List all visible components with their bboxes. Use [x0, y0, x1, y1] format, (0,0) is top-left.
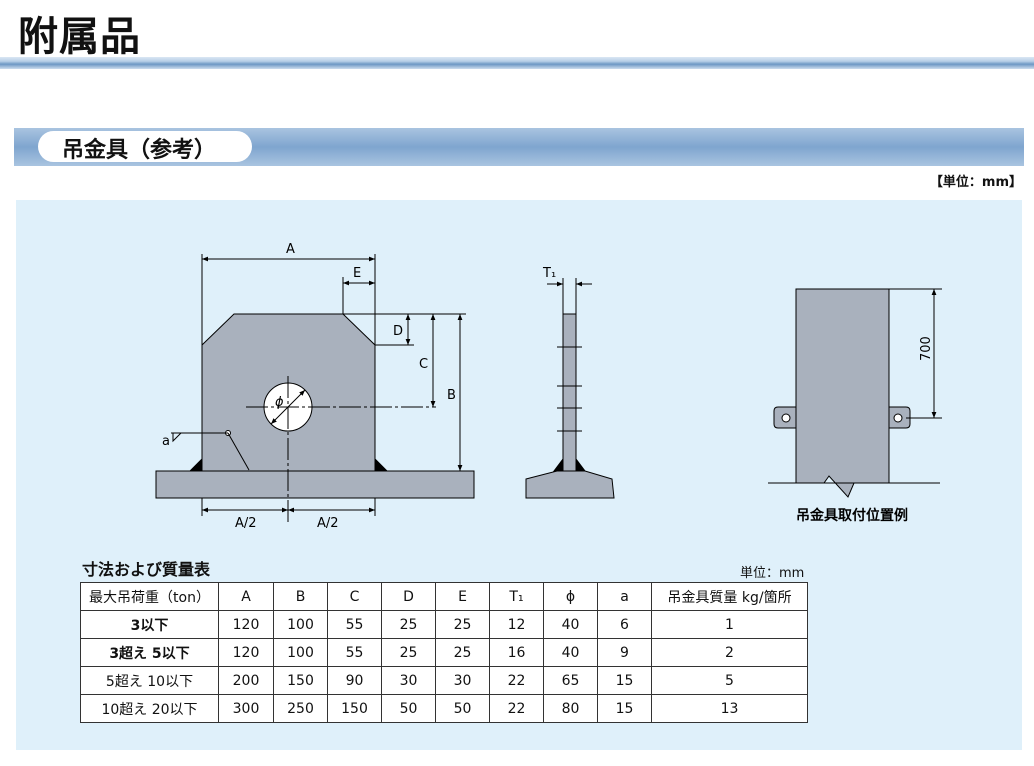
cell: 15 — [597, 666, 652, 695]
spec-table: 最大吊荷重（ton） A B C D E T₁ ϕ a 吊金具質量 kg/箇所 … — [80, 582, 808, 723]
header-cell: B — [273, 582, 328, 611]
cell: 50 — [435, 694, 490, 723]
label-d: D — [393, 324, 403, 339]
row-load: 5超え 10以下 — [80, 666, 219, 695]
cell: 25 — [435, 638, 490, 667]
cell: 100 — [273, 638, 328, 667]
table-unit: 単位：mm — [740, 566, 805, 581]
section-pill — [38, 131, 252, 162]
cell: 9 — [597, 638, 652, 667]
cell: 30 — [381, 666, 436, 695]
label-half-left: A/2 — [235, 516, 257, 531]
cell: 2 — [651, 638, 808, 667]
mounting-example: 700 吊金具取付位置例 — [768, 288, 942, 524]
cell: 250 — [273, 694, 328, 723]
row-load: 3以下 — [80, 610, 219, 639]
cell: 80 — [543, 694, 598, 723]
lug-left-hole — [781, 413, 791, 423]
header-cell: E — [435, 582, 490, 611]
base-flange-side — [525, 470, 615, 499]
cell: 120 — [218, 610, 274, 639]
side-view: T₁ — [525, 266, 615, 499]
cell: 40 — [543, 610, 598, 639]
page-title: 附属品 — [18, 14, 141, 60]
header-cell: ϕ — [543, 582, 598, 611]
cell: 50 — [381, 694, 436, 723]
vessel-body — [795, 288, 890, 498]
lug-right-hole — [893, 413, 903, 423]
cell: 22 — [489, 666, 544, 695]
label-half-right: A/2 — [317, 516, 339, 531]
table-row: 10超え 20以下 300 250 150 50 50 22 80 15 13 — [80, 694, 808, 723]
front-view: ϕ A E D C B A/2 — [155, 242, 475, 531]
cell: 90 — [327, 666, 382, 695]
cell: 25 — [381, 638, 436, 667]
header-cell: 最大吊荷重（ton） — [80, 582, 219, 611]
section-header: 吊金具（参考） — [14, 128, 1024, 166]
cell: 13 — [651, 694, 808, 723]
cell: 15 — [597, 694, 652, 723]
label-b: B — [447, 388, 456, 403]
header-cell: T₁ — [489, 582, 544, 611]
row-load: 3超え 5以下 — [80, 638, 219, 667]
cell: 150 — [327, 694, 382, 723]
cell: 25 — [435, 610, 490, 639]
cell: 100 — [273, 610, 328, 639]
cell: 40 — [543, 638, 598, 667]
label-a: A — [286, 242, 295, 257]
weld-fillet-symbol — [172, 432, 183, 443]
table-row: 5超え 10以下 200 150 90 30 30 22 65 15 5 — [80, 666, 808, 695]
side-weld-left — [553, 457, 564, 472]
cell: 150 — [273, 666, 328, 695]
side-plate — [562, 313, 577, 472]
table-row: 3以下 120 100 55 25 25 12 40 6 1 — [80, 610, 808, 639]
cell: 30 — [435, 666, 490, 695]
weld-leader — [227, 432, 250, 471]
label-t1: T₁ — [542, 266, 556, 281]
cell: 12 — [489, 610, 544, 639]
table-header-row: 最大吊荷重（ton） A B C D E T₁ ϕ a 吊金具質量 kg/箇所 — [80, 582, 808, 611]
header-cell: 吊金具質量 kg/箇所 — [651, 582, 808, 611]
technical-drawing: ϕ A E D C B A/2 — [155, 242, 942, 531]
cell: 6 — [597, 610, 652, 639]
cell: 300 — [218, 694, 274, 723]
weld-left — [188, 457, 203, 472]
cell: 16 — [489, 638, 544, 667]
header-cell: C — [327, 582, 382, 611]
table-title: 寸法および質量表 — [82, 560, 211, 579]
section-title: 吊金具（参考） — [62, 138, 217, 163]
cell: 55 — [327, 610, 382, 639]
header-cell: a — [597, 582, 652, 611]
label-700: 700 — [919, 336, 934, 361]
title-rule — [0, 57, 1034, 69]
header-cell: D — [381, 582, 436, 611]
header-cell: A — [218, 582, 274, 611]
cell: 55 — [327, 638, 382, 667]
cell: 25 — [381, 610, 436, 639]
side-weld-right — [575, 457, 586, 472]
phi-dimension — [270, 389, 306, 425]
cell: 120 — [218, 638, 274, 667]
phi-label: ϕ — [275, 395, 284, 410]
cell: 22 — [489, 694, 544, 723]
cell: 200 — [218, 666, 274, 695]
unit-label: 【単位：mm】 — [929, 175, 1022, 190]
weld-right — [374, 457, 389, 472]
mounting-caption: 吊金具取付位置例 — [796, 507, 908, 524]
label-c: C — [419, 357, 428, 372]
cell: 1 — [651, 610, 808, 639]
label-a-weld: a — [162, 434, 170, 449]
cell: 5 — [651, 666, 808, 695]
row-load: 10超え 20以下 — [80, 694, 219, 723]
table-row: 3超え 5以下 120 100 55 25 25 16 40 9 2 — [80, 638, 808, 667]
cell: 65 — [543, 666, 598, 695]
base-flange-front — [155, 470, 475, 499]
label-e: E — [353, 266, 361, 281]
